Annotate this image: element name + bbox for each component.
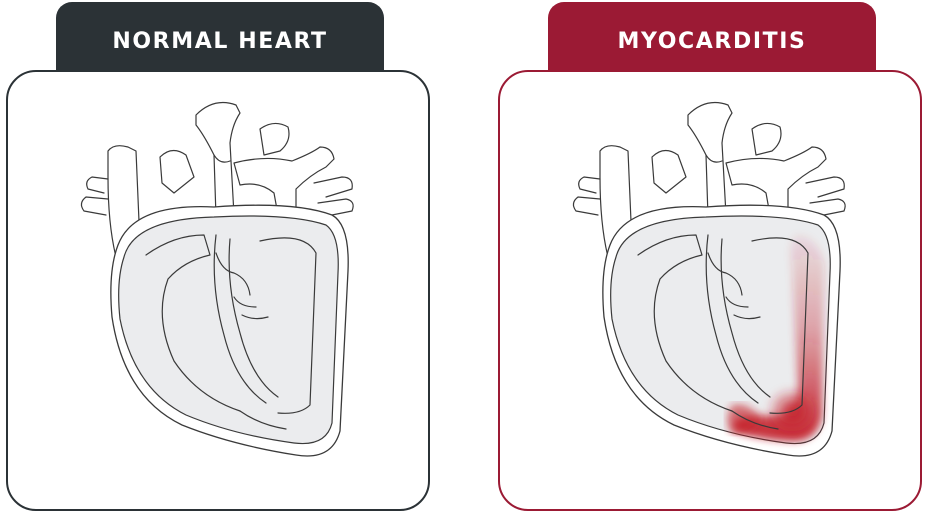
right-branch-top [752, 123, 781, 155]
myocarditis-label: MYOCARDITIS [618, 29, 807, 54]
left-vessel-lower [81, 197, 108, 215]
pulmonary-vein-1 [806, 177, 844, 197]
right-branch-top [260, 123, 289, 155]
normal-heart-illustration [64, 85, 384, 465]
pulmonary-vein-1 [314, 177, 352, 197]
left-vessel-upper [579, 177, 600, 193]
left-vessel-upper [87, 177, 108, 193]
left-branch [160, 150, 194, 193]
normal-heart-tab: NORMAL HEART [56, 2, 384, 72]
left-vessel-lower [573, 197, 600, 215]
myocarditis-heart-illustration [556, 85, 876, 465]
myocardium [119, 216, 339, 444]
myocarditis-tab: MYOCARDITIS [548, 2, 876, 72]
left-branch [652, 150, 686, 193]
normal-heart-label: NORMAL HEART [112, 29, 327, 54]
